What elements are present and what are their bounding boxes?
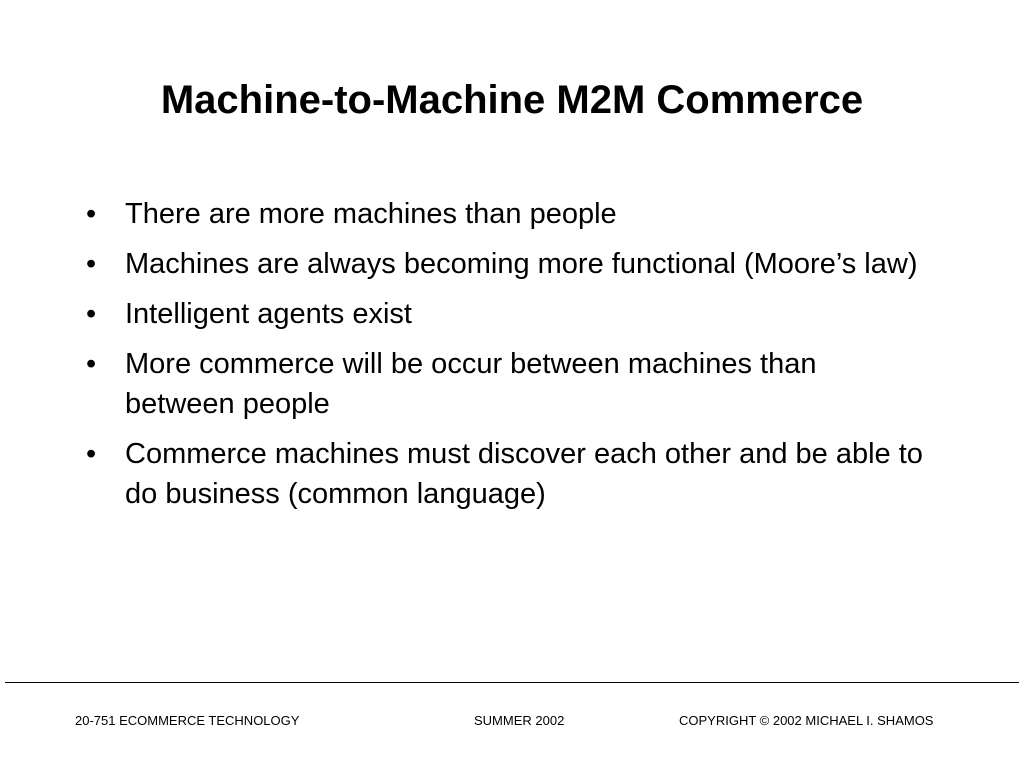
- bullet-item: • Intelligent agents exist: [0, 294, 1024, 334]
- bullet-text: Intelligent agents exist: [125, 298, 412, 330]
- bullet-list: • There are more machines than people • …: [0, 194, 1024, 524]
- bullet-dot-icon: •: [86, 248, 97, 280]
- bullet-item: • Commerce machines must discover each o…: [0, 434, 1024, 514]
- footer-term: SUMMER 2002: [474, 713, 565, 728]
- bullet-dot-icon: •: [86, 298, 97, 330]
- bullet-text: Machines are always becoming more functi…: [125, 248, 918, 280]
- bullet-item: • There are more machines than people: [0, 194, 1024, 234]
- bullet-dot-icon: •: [86, 348, 97, 380]
- bullet-text: Commerce machines must discover each oth…: [125, 438, 923, 510]
- footer-divider: [5, 682, 1019, 683]
- bullet-text: More commerce will be occur between mach…: [125, 348, 817, 420]
- bullet-item: • Machines are always becoming more func…: [0, 244, 1024, 284]
- slide-title: Machine-to-Machine M2M Commerce: [160, 78, 864, 122]
- bullet-text: There are more machines than people: [125, 198, 617, 230]
- footer-course: 20-751 ECOMMERCE TECHNOLOGY: [75, 713, 300, 728]
- footer-copyright: COPYRIGHT © 2002 MICHAEL I. SHAMOS: [679, 713, 934, 728]
- bullet-dot-icon: •: [86, 438, 97, 470]
- bullet-dot-icon: •: [86, 198, 97, 230]
- bullet-item: • More commerce will be occur between ma…: [0, 344, 1024, 424]
